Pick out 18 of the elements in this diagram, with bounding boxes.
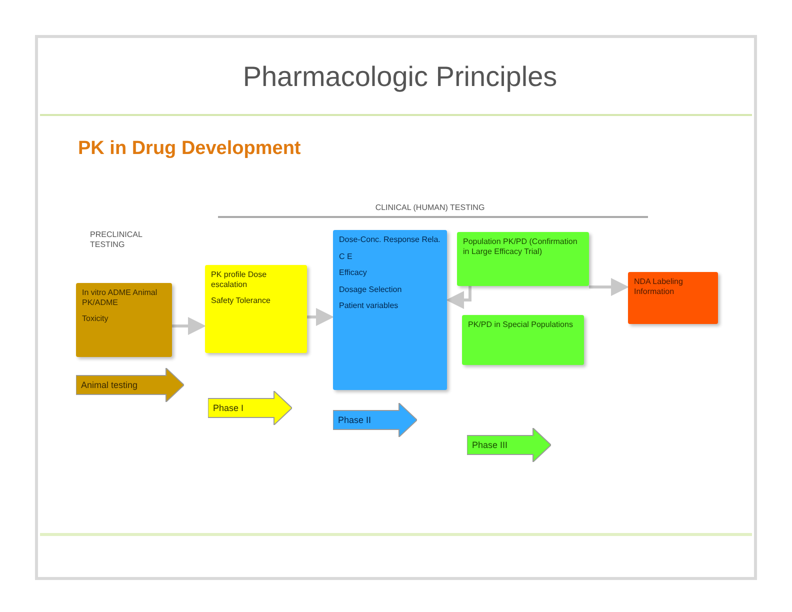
arrow xyxy=(446,286,472,309)
process-box: NDA Labeling Information xyxy=(628,272,718,324)
phase-banner: Phase I xyxy=(208,391,292,425)
phase-banner: Phase II xyxy=(333,403,417,437)
phase-banner: Phase III xyxy=(467,428,551,462)
process-box: Dose-Conc. Response Rela. C E Efficacy Dosage Selection Patient variables xyxy=(333,230,447,390)
process-box: In vitro ADME Animal PK/ADME Toxicity xyxy=(76,283,172,357)
stage-label: CLINICAL (HUMAN) TESTING xyxy=(374,202,486,214)
process-box: PK/PD in Special Populations xyxy=(462,315,584,365)
process-box: PK profile Dose escalation Safety Tolerance xyxy=(205,265,307,353)
stage-label: PRECLINICAL TESTING xyxy=(90,230,144,251)
phase-banner: Animal testing xyxy=(76,368,184,402)
slide-title: Pharmacologic Principles xyxy=(242,60,558,94)
arrow xyxy=(172,317,206,335)
subtitle: PK in Drug Development xyxy=(78,137,301,161)
arrow xyxy=(589,278,629,296)
process-box: Population PK/PD (Confirmation in Large Efficacy Trial) xyxy=(457,232,589,286)
arrow xyxy=(307,308,334,326)
